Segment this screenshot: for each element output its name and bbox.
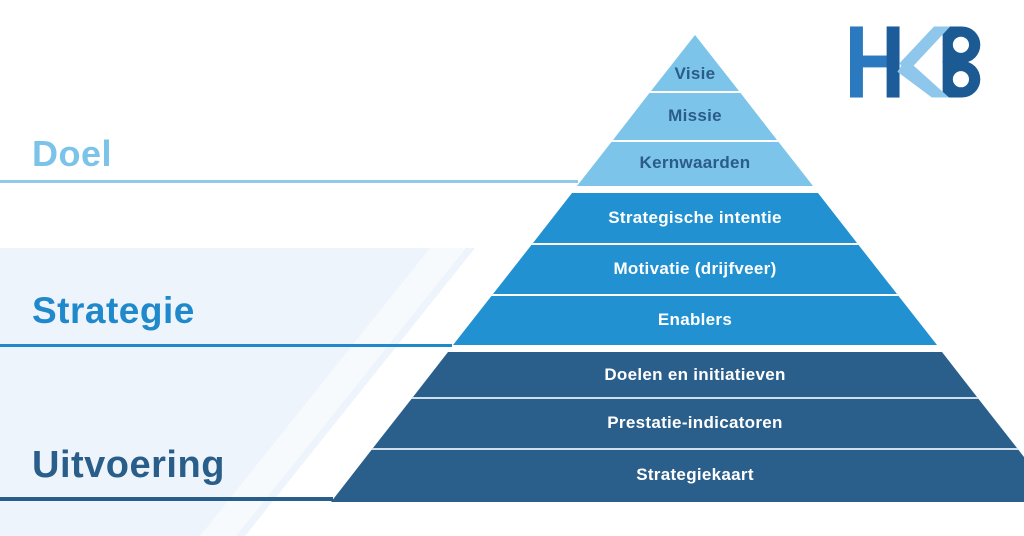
hkb-logo: HKB (850, 26, 981, 98)
pyramid-row-label: Visie (674, 64, 716, 83)
pyramid-row-strategiekaart: Strategiekaart (331, 448, 1024, 502)
pyramid-row-missie: Missie (613, 91, 777, 140)
logo-letter-k-stem (886, 26, 900, 98)
logo-letter-h (850, 26, 889, 98)
level-underline-doel (0, 180, 578, 183)
pyramid-row-label: Prestatie-indicatoren (607, 412, 783, 432)
pyramid-row-strategische-intentie: Strategische intentie (533, 193, 857, 243)
pyramid-row-label: Kernwaarden (639, 153, 751, 172)
pyramid-row-label: Motivatie (drijfveer) (613, 258, 777, 278)
pyramid-row-label: Missie (668, 105, 722, 125)
pyramid-row-enablers: Enablers (453, 294, 937, 345)
pyramid-row-label: Enablers (657, 309, 733, 329)
pyramid-row-label: Doelen en initiatieven (604, 364, 786, 384)
pyramid-row-kernwaarden: Kernwaarden (577, 140, 813, 186)
pyramid-row-prestatie-indicatoren: Prestatie-indicatoren (373, 397, 1017, 448)
level-label-doel: Doel (32, 133, 113, 174)
pyramid-row-label: Strategische intentie (608, 208, 782, 227)
level-label-strategie: Strategie (32, 290, 195, 331)
level-underline-strategie (0, 344, 452, 347)
level-label-uitvoering: Uitvoering (32, 444, 225, 486)
logo-letter-k-arms (897, 26, 951, 98)
pyramid-row-doelen-en-initiatieven: Doelen en initiatieven (413, 352, 977, 397)
pyramid-row-label: Strategiekaart (636, 465, 754, 484)
level-underline-uitvoering (0, 497, 333, 501)
logo-letter-b (942, 26, 981, 98)
pyramid-row-motivatie: Motivatie (drijfveer) (493, 243, 897, 294)
